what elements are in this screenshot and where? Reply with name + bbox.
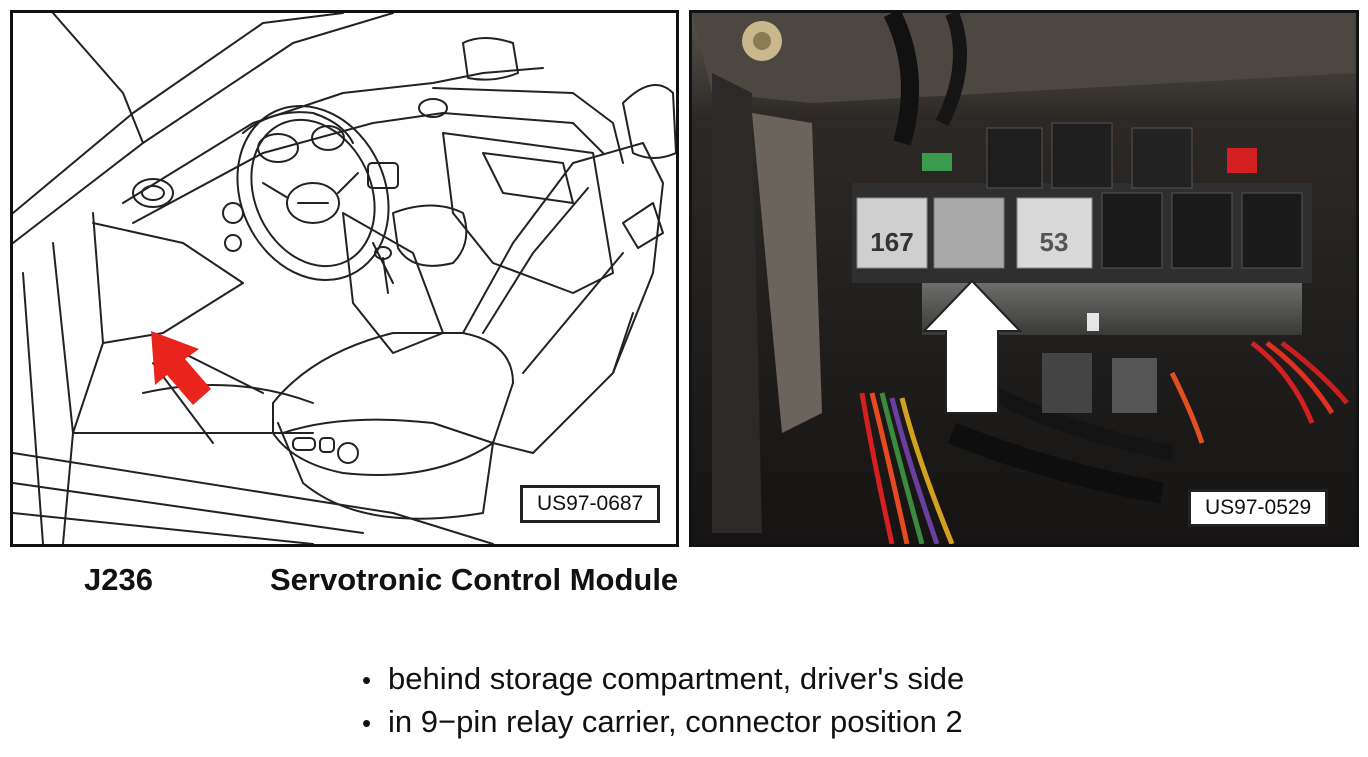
note-item: • behind storage compartment, driver's si… xyxy=(362,657,964,700)
note-text: in 9−pin relay carrier, connector positi… xyxy=(388,704,963,739)
location-notes: • behind storage compartment, driver's si… xyxy=(362,657,964,743)
relay-label-167: 167 xyxy=(870,227,913,257)
note-item: • in 9−pin relay carrier, connector posit… xyxy=(362,700,964,743)
component-name: Servotronic Control Module xyxy=(270,562,679,597)
figure-id-label: US97-0529 xyxy=(1188,489,1329,527)
relay-label-53: 53 xyxy=(1040,227,1069,257)
interior-illustration: US97-0687 xyxy=(10,10,679,547)
location-arrow-red xyxy=(151,331,211,405)
location-arrow-white xyxy=(921,279,1023,414)
car-interior-drawing xyxy=(13,13,676,544)
note-text: behind storage compartment, driver's sid… xyxy=(388,661,965,696)
relay-carrier-photo: 167 53 US97-0529 xyxy=(689,10,1359,547)
component-code: J236 xyxy=(84,562,153,597)
figure-id-label: US97-0687 xyxy=(520,485,661,523)
relay-carrier-image: 167 53 xyxy=(692,13,1356,544)
bullet-icon: • xyxy=(362,665,372,695)
bullet-icon: • xyxy=(362,708,372,738)
